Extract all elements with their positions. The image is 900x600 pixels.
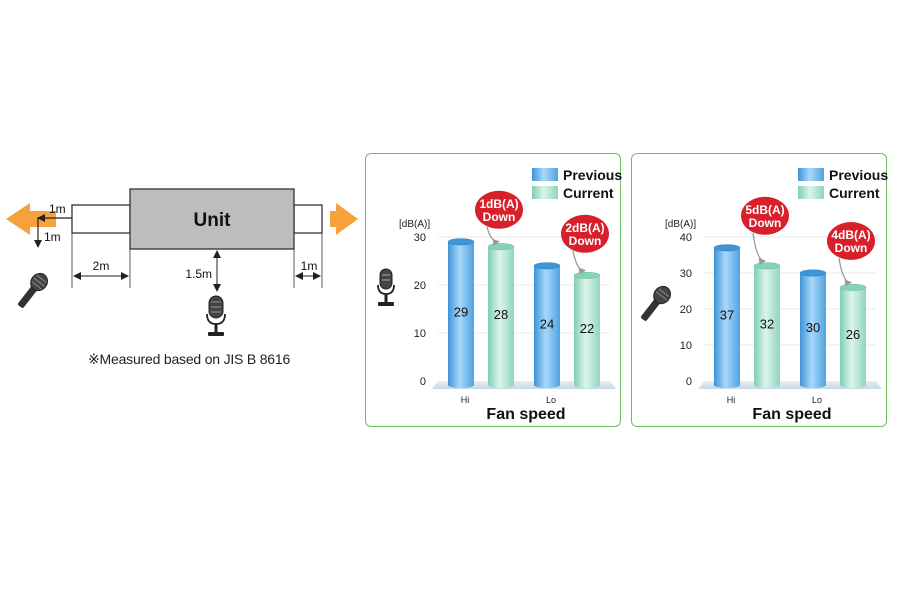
dimension-label-left-up: 1m (49, 202, 66, 216)
y-tick-label: 30 (414, 232, 426, 244)
bar-base (574, 382, 600, 388)
handheld-microphone-icon (18, 272, 48, 308)
y-tick-label: 30 (680, 268, 692, 280)
y-tick-label: 0 (420, 376, 426, 388)
reduction-arrow (486, 226, 500, 246)
y-tick-label: 40 (680, 232, 692, 244)
bar-current (840, 287, 866, 385)
legend-label-current: Current (829, 185, 880, 201)
legend-label-previous: Previous (829, 167, 888, 183)
air-inlet-arrow-icon (330, 203, 358, 235)
reduction-badge-text: Down (835, 241, 868, 255)
legend-swatch-previous (798, 168, 824, 181)
bar-value-label: 26 (846, 327, 860, 342)
measurement-note: ※Measured based on JIS B 8616 (88, 351, 291, 367)
reduction-badge (561, 214, 609, 253)
bar-previous (448, 241, 474, 385)
reduction-badge-text: Down (569, 234, 602, 248)
bar-previous (534, 265, 560, 385)
dimension-label-left: 2m (93, 259, 110, 273)
x-tick-label: Hi (727, 395, 736, 405)
reduction-badge-text: Down (483, 210, 516, 224)
x-axis-title: Fan speed (486, 406, 565, 423)
bar-top (713, 244, 741, 252)
y-tick-label: 20 (680, 304, 692, 316)
x-tick-label: Lo (812, 395, 822, 405)
x-axis-title: Fan speed (752, 406, 831, 423)
bar-top (573, 271, 601, 279)
y-tick-label: 20 (414, 280, 426, 292)
bar-value-label: 22 (580, 321, 594, 336)
unit-box (129, 188, 295, 250)
y-axis-label: [dB(A)] (665, 219, 696, 230)
reduction-badge (475, 190, 523, 229)
bar-top (799, 269, 827, 277)
legend-swatch-current (798, 186, 824, 199)
x-tick-label: Hi (461, 395, 470, 405)
legend-label-previous: Previous (563, 167, 622, 183)
reduction-arrow (838, 257, 852, 287)
bar-base (754, 382, 780, 388)
bar-top (839, 283, 867, 291)
left-duct (71, 204, 131, 234)
bar-value-label: 30 (806, 320, 820, 335)
reduction-badge-value: 1dB(A) (479, 197, 518, 211)
bar-value-label: 32 (760, 316, 774, 331)
reduction-badge (827, 222, 875, 260)
reduction-badge (741, 196, 789, 235)
bar-base (840, 382, 866, 388)
bar-base (714, 382, 740, 388)
bar-top (533, 262, 561, 270)
x-tick-label: Lo (546, 395, 556, 405)
y-tick-label: 10 (680, 340, 692, 352)
dimension-label-left-down: 1m (44, 230, 61, 244)
bar-current (574, 275, 600, 385)
y-axis-label: [dB(A)] (399, 219, 430, 230)
bar-previous (800, 273, 826, 385)
bar-base (534, 382, 560, 388)
y-tick-label: 0 (686, 376, 692, 388)
bar-value-label: 29 (454, 304, 468, 319)
reduction-badge-value: 4dB(A) (831, 228, 870, 242)
bar-value-label: 37 (720, 307, 734, 322)
reduction-arrow (752, 232, 766, 266)
measurement-diagram: Unit 1m 1m 2m 1m 1.5m (6, 188, 358, 336)
right-duct (293, 204, 323, 234)
microphone-stand-icon (206, 295, 226, 336)
bar-value-label: 28 (494, 307, 508, 322)
air-outlet-arrow-icon (6, 203, 56, 235)
legend-swatch-previous (532, 168, 558, 181)
bar-base (488, 382, 514, 388)
bar-base (448, 382, 474, 388)
dimension-label-right: 1m (301, 259, 318, 273)
chart-floor (698, 381, 882, 389)
bar-top (487, 243, 515, 251)
bar-value-label: 24 (540, 316, 554, 331)
reduction-badge-value: 5dB(A) (745, 203, 784, 217)
reduction-badge-value: 2dB(A) (565, 221, 604, 235)
bar-current (754, 265, 780, 385)
legend-swatch-current (532, 186, 558, 199)
unit-label: Unit (194, 210, 232, 231)
bar-base (800, 382, 826, 388)
y-tick-label: 10 (414, 328, 426, 340)
legend-label-current: Current (563, 185, 614, 201)
bar-top (753, 262, 781, 270)
microphone-stand-icon (377, 268, 395, 306)
bar-top (447, 238, 475, 246)
reduction-arrow (572, 250, 586, 275)
dimension-label-below: 1.5m (185, 267, 212, 281)
bar-current (488, 246, 514, 385)
chart-floor (432, 381, 616, 389)
bar-previous (714, 247, 740, 385)
handheld-microphone-icon (641, 285, 671, 321)
reduction-badge-text: Down (749, 216, 782, 230)
